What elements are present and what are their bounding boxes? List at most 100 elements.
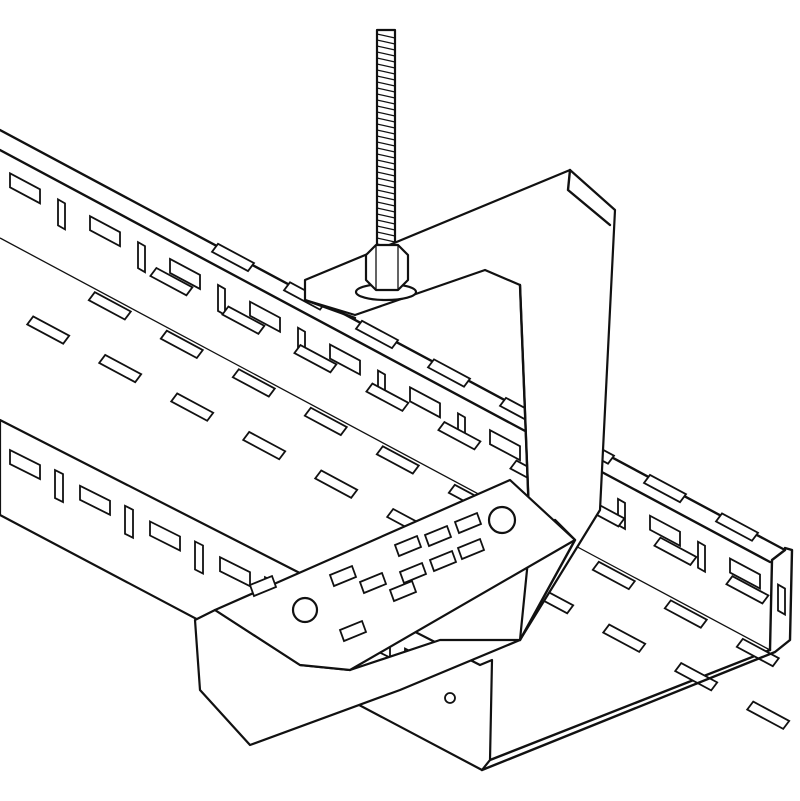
back-wall-slot xyxy=(409,385,441,419)
threaded-rod xyxy=(375,28,397,262)
hex-nut xyxy=(354,243,418,302)
bolt-head-icon xyxy=(291,596,319,624)
plate-slot xyxy=(398,561,428,585)
floor-slot xyxy=(354,319,400,350)
front-wall-slot xyxy=(124,504,134,540)
plate-slot xyxy=(393,534,423,558)
back-wall-slot xyxy=(89,214,121,248)
thread-line xyxy=(376,63,396,69)
thread-line xyxy=(376,111,396,117)
floor-slot xyxy=(231,368,277,398)
thread-line xyxy=(376,141,396,147)
front-wall-slot xyxy=(9,448,41,481)
thread-line xyxy=(376,183,396,189)
plate-slot xyxy=(423,524,453,548)
thread-line xyxy=(376,135,396,141)
back-wall-slot xyxy=(729,557,761,591)
thread-line xyxy=(376,81,396,87)
back-wall-slot xyxy=(137,240,146,274)
floor-slot xyxy=(25,315,71,345)
thread-line xyxy=(376,201,396,207)
back-wall-slot xyxy=(777,582,786,617)
front-wall-slot xyxy=(79,484,111,517)
thread-line xyxy=(376,51,396,57)
front-wall-slot xyxy=(149,520,181,552)
thread-line xyxy=(376,123,396,129)
thread-line xyxy=(376,75,396,81)
floor-slot xyxy=(714,512,760,542)
plate-slot xyxy=(248,574,278,598)
back-wall-slot xyxy=(249,300,281,334)
floor-slot xyxy=(210,242,256,273)
back-wall-slot xyxy=(57,197,66,231)
tray-end-profile xyxy=(480,546,794,772)
floor-slot xyxy=(221,305,266,335)
floor-slot xyxy=(735,637,781,668)
floor-slot xyxy=(169,392,215,422)
thread-line xyxy=(376,105,396,111)
bracket-plate-slots xyxy=(248,511,486,643)
thread-line xyxy=(376,165,396,171)
floor-slot xyxy=(642,473,688,504)
back-wall-slot xyxy=(649,514,681,548)
thread-line xyxy=(376,177,396,183)
thread-line xyxy=(376,129,396,135)
plate-slot xyxy=(456,537,486,561)
plate-slot xyxy=(328,564,358,588)
floor-slot xyxy=(293,343,338,374)
thread-line xyxy=(376,87,396,93)
front-wall-hole xyxy=(444,692,456,704)
floor-slot xyxy=(159,329,205,360)
floor-slot xyxy=(149,266,194,297)
back-wall-slot xyxy=(697,540,706,574)
thread-line xyxy=(376,237,396,243)
floor-slot xyxy=(241,430,287,461)
back-wall-slot xyxy=(489,428,521,462)
thread-line xyxy=(376,99,396,105)
floor-slot xyxy=(663,599,709,629)
floor-slot xyxy=(365,382,410,413)
thread-line xyxy=(376,69,396,75)
thread-line xyxy=(376,39,396,45)
floor-slot xyxy=(725,575,770,605)
back-wall-slot xyxy=(169,257,201,291)
floor-slot xyxy=(437,420,482,451)
thread-line xyxy=(376,207,396,213)
floor-slot xyxy=(745,700,791,731)
thread-line xyxy=(376,159,396,165)
floor-slot xyxy=(375,445,421,475)
thread-line xyxy=(376,213,396,219)
floor-slot xyxy=(601,623,647,654)
front-wall-slot xyxy=(194,540,204,575)
plate-slot xyxy=(358,571,388,595)
thread-line xyxy=(376,171,396,177)
plate-slot xyxy=(388,579,418,603)
thread-line xyxy=(376,219,396,225)
thread-line xyxy=(376,195,396,201)
back-wall-slot xyxy=(329,343,361,377)
thread-line xyxy=(376,147,396,153)
floor-slot xyxy=(591,560,637,591)
back-wall-slot xyxy=(217,283,226,317)
thread-line xyxy=(376,117,396,123)
plate-slot xyxy=(453,511,483,535)
floor-slot xyxy=(426,358,472,388)
plate-slot xyxy=(428,549,458,573)
thread-line xyxy=(376,153,396,159)
thread-line xyxy=(376,93,396,99)
floor-slot xyxy=(653,536,698,567)
thread-line xyxy=(376,45,396,51)
front-wall-slot xyxy=(54,468,64,504)
floor-slot xyxy=(303,406,349,437)
thread-line xyxy=(376,57,396,63)
floor-slot xyxy=(673,661,719,692)
thread-line xyxy=(376,231,396,237)
back-wall-slot xyxy=(9,171,41,205)
floor-slot xyxy=(97,353,143,384)
thread-line xyxy=(376,189,396,195)
bolt-head-icon xyxy=(487,505,517,535)
plate-slot xyxy=(338,619,368,643)
thread-line xyxy=(376,225,396,231)
